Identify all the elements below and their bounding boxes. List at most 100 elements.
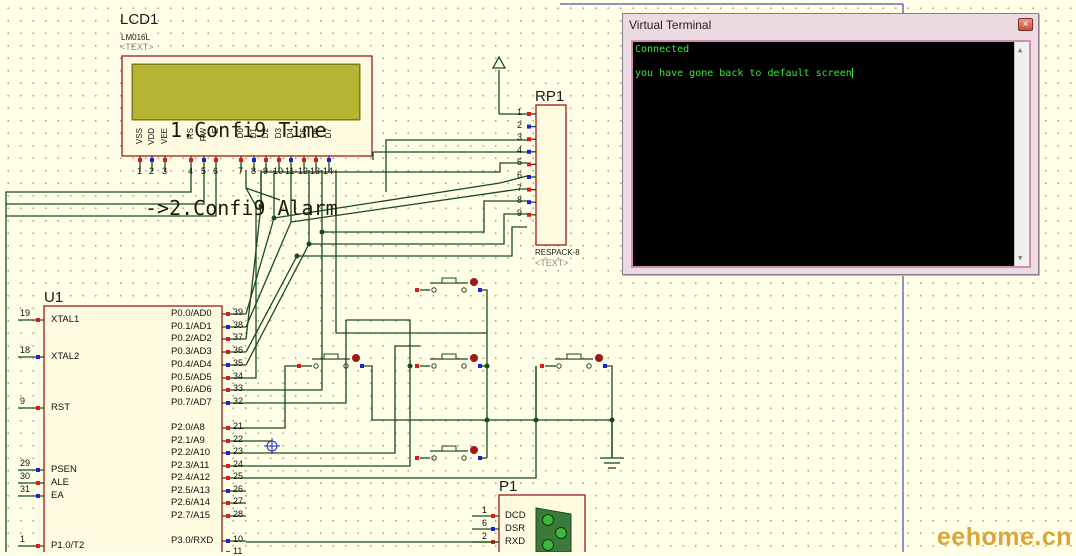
lcd-display: 1.Confi9 Time ->2.Confi9 Alarm (132, 64, 360, 220)
lcd-pin-number: 2 (149, 166, 155, 176)
lcd-ref-label: LCD1 (120, 11, 159, 28)
terminal-scrollbar[interactable]: ▲ ▼ (1014, 42, 1029, 266)
push-button-2[interactable] (297, 353, 364, 369)
scroll-down-icon[interactable]: ▼ (1018, 254, 1023, 262)
u1-pin-number: 23 (233, 446, 244, 456)
virtual-terminal-window[interactable]: Virtual Terminal × Connected you have go… (622, 13, 1039, 275)
lcd-model-label: LM016L (121, 33, 150, 42)
p1-db9-shape (535, 507, 572, 552)
u1-pin-marker (226, 401, 230, 405)
lcd-pin-marker (163, 158, 167, 162)
rp1-pin-number: 2 (517, 119, 523, 130)
lcd-text-placeholder: <TEXT> (120, 42, 154, 52)
push-button-5[interactable] (415, 445, 482, 461)
u1-body[interactable] (43, 305, 223, 552)
u1-pin-name: EA (51, 490, 64, 501)
scroll-up-icon[interactable]: ▲ (1018, 46, 1023, 54)
lcd-pin-marker (289, 158, 293, 162)
lcd-pin-name: VDD (147, 128, 156, 145)
u1-pin-marker (226, 350, 230, 354)
u1-pin-name: P2.7/A15 (171, 510, 211, 521)
lcd-pins[interactable] (138, 156, 331, 172)
lcd-pin-number: 6 (213, 166, 219, 176)
u1-pin-name: P3.0/RXD (171, 535, 214, 546)
lcd-pin-number: 8 (251, 166, 257, 176)
lcd-pin-name: D4 (286, 128, 295, 139)
push-button-4[interactable] (540, 353, 607, 369)
lcd-pin-name: D0 (236, 128, 245, 139)
u1-pin-marker (36, 494, 40, 498)
lcd-pin-marker (138, 158, 142, 162)
rp1-pin-number: 8 (517, 195, 523, 206)
push-buttons[interactable] (297, 277, 607, 461)
u1-pin-number: 37 (233, 332, 244, 342)
p1-pin-marker (491, 527, 495, 531)
lcd-pin-number: 5 (201, 166, 207, 176)
lcd-pin-name: D7 (324, 128, 333, 139)
close-icon[interactable]: × (1018, 18, 1033, 31)
u1-pin-marker (36, 481, 40, 485)
lcd-pin-name: D3 (274, 128, 283, 139)
push-button-1[interactable] (415, 277, 482, 293)
rp1-pin-number: 7 (517, 182, 523, 193)
u1-pin-name: P0.0/AD0 (171, 308, 212, 319)
rp1-pin-marker (527, 137, 531, 142)
u1-pin-marker (226, 439, 230, 443)
u1-pin-number: 27 (233, 496, 244, 506)
lcd-pin-name: RS (186, 128, 195, 140)
wire-junctions (258, 203, 615, 423)
lcd-pin-number: 12 (298, 166, 309, 176)
u1-pin-name: PSEN (51, 464, 77, 475)
power-terminal[interactable] (491, 55, 527, 115)
rp1-pin-number: 5 (517, 157, 523, 168)
u1-pin-number: 22 (233, 434, 244, 444)
u1-pin-number: 32 (233, 396, 244, 406)
rp1-pin-marker (527, 200, 531, 205)
lcd-pin-marker (202, 158, 206, 162)
u1-pin-number: 9 (20, 396, 26, 406)
probe-marker-icon[interactable] (264, 438, 280, 454)
p1-ref-label: P1 (499, 478, 518, 495)
lcd-pin-name: D1 (249, 128, 258, 139)
u1-pin-name: P0.4/AD4 (171, 359, 212, 370)
p1-pin-name: DCD (505, 510, 526, 521)
lcd-line-1: 1.Confi9 Time (170, 118, 327, 142)
u1-pin-name: P2.5/A13 (171, 485, 211, 496)
push-button-3[interactable] (415, 353, 482, 369)
rp1-pin-marker (527, 149, 531, 154)
u1-pin-marker (226, 363, 230, 367)
u1-pin-number: 39 (233, 307, 244, 317)
u1-pin-name: P0.6/AD6 (171, 384, 212, 395)
watermark-text: eehome.cn (936, 523, 1072, 551)
lcd-pin-number: 4 (188, 166, 194, 176)
lcd-pin-number: 3 (162, 166, 168, 176)
u1-pin-marker (226, 426, 230, 430)
rp1-pin-marker (527, 124, 531, 129)
rp1-pin-number: 6 (517, 170, 523, 180)
u1-pin-name: ALE (51, 477, 69, 488)
lcd-pin-marker (252, 158, 256, 162)
u1-pin-number: 1 (20, 534, 26, 544)
u1-pin-number: 30 (20, 471, 31, 481)
u1-pin-marker (226, 312, 230, 316)
wires[interactable] (5, 139, 624, 552)
lcd-pin-name: D2 (261, 128, 270, 139)
lcd-pin-name: VEE (160, 128, 169, 145)
u1-pin-number: 34 (233, 371, 244, 381)
u1-pin-name: XTAL1 (51, 314, 80, 325)
terminal-output[interactable]: Connected you have gone back to default … (631, 40, 1031, 268)
lcd-pin-marker (264, 158, 268, 162)
u1-pin-name: P2.2/A10 (171, 447, 211, 458)
rp1-body[interactable] (535, 104, 567, 246)
u1-pins[interactable] (18, 312, 246, 552)
lcd-pin-marker (239, 158, 243, 162)
lcd-pin-number: 7 (238, 166, 244, 176)
text-cursor (851, 68, 853, 78)
rp1-pin-number: 3 (517, 132, 523, 143)
lcd-pin-name: D6 (311, 128, 320, 139)
u1-pin-number: 24 (233, 459, 244, 469)
rp1-pins[interactable] (527, 112, 536, 217)
u1-pin-marker (226, 514, 230, 518)
lcd-pin-marker (277, 158, 281, 162)
p1-pin-number: 1 (482, 505, 488, 515)
